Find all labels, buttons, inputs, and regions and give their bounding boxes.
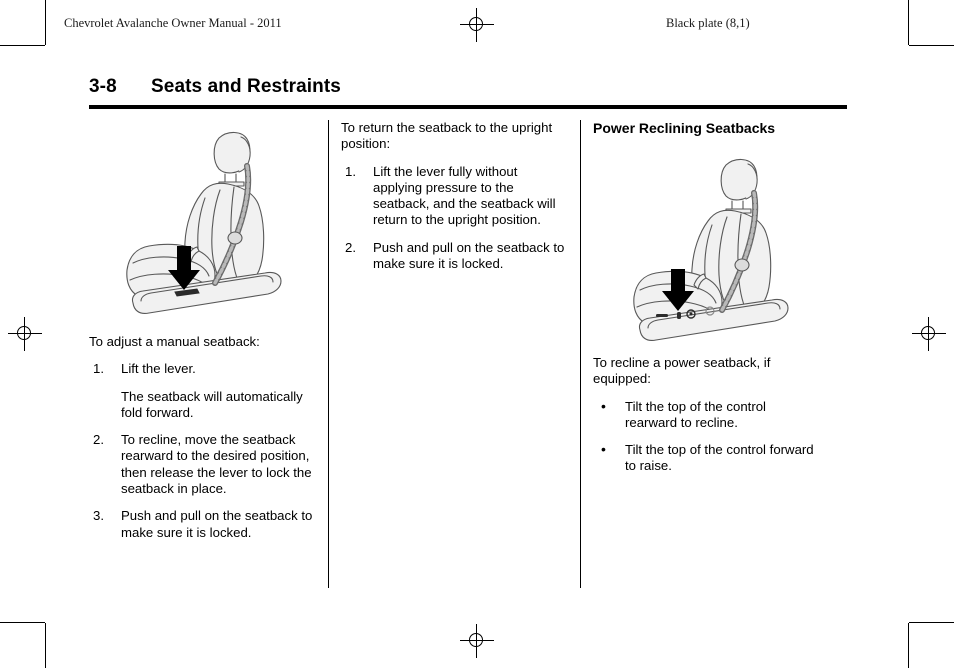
list-marker: 1.: [93, 361, 104, 377]
page-title-block: 3-8 Seats and Restraints: [89, 76, 847, 109]
registration-mark-bottom: [460, 624, 494, 658]
list-item: 2. To recline, move the seatback rearwar…: [89, 432, 317, 497]
list-text: Push and pull on the seatback to make su…: [121, 508, 313, 540]
crop-mark-top-right-vertical: [908, 0, 909, 45]
crop-mark-bottom-left-horizontal: [0, 622, 45, 623]
column-divider-right: [569, 120, 593, 590]
left-steps-list: 1. Lift the lever. The seatback will aut…: [89, 361, 317, 541]
list-marker: 2.: [345, 239, 356, 255]
column-left: To adjust a manual seatback: 1. Lift the…: [89, 120, 317, 590]
registration-mark-left: [8, 317, 42, 351]
list-text: Tilt the top of the control forward to r…: [625, 442, 814, 474]
list-subtext: The seatback will automatically fold for…: [121, 388, 303, 420]
crop-mark-top-left-horizontal: [0, 45, 45, 46]
registration-mark-right: [912, 317, 946, 351]
right-bullets-list: • Tilt the top of the control rearward t…: [593, 397, 821, 475]
list-item: • Tilt the top of the control forward to…: [593, 441, 821, 475]
middle-intro: To return the seatback to the upright po…: [341, 120, 553, 152]
section-name: Seats and Restraints: [151, 76, 341, 97]
list-marker: 1.: [345, 163, 356, 179]
bullet-marker: •: [601, 397, 606, 414]
list-marker: 2.: [93, 432, 104, 448]
section-heading: Power Reclining Seatbacks: [593, 120, 776, 136]
title-rule: [89, 105, 847, 109]
power-control-switches: [656, 306, 715, 319]
down-arrow-indicator: [662, 269, 694, 311]
list-item: 2. Push and pull on the seatback to make…: [341, 240, 569, 273]
list-text: Push and pull on the seatback to make su…: [373, 239, 565, 272]
crop-mark-bottom-right-horizontal: [909, 622, 954, 623]
left-intro: To adjust a manual seatback:: [89, 334, 260, 349]
crop-mark-top-right-horizontal: [909, 45, 954, 46]
running-head-right: Black plate (8,1): [666, 16, 750, 30]
registration-mark-top: [460, 8, 494, 42]
crop-mark-bottom-left-vertical: [45, 623, 46, 668]
crop-mark-bottom-right-vertical: [908, 623, 909, 668]
column-divider-left: [317, 120, 341, 590]
middle-steps-list: 1. Lift the lever fully without applying…: [341, 164, 569, 273]
list-text: Lift the lever fully without applying pr…: [373, 163, 556, 228]
crop-mark-top-left-vertical: [45, 0, 46, 45]
bullet-marker: •: [601, 441, 606, 458]
list-text: Tilt the top of the control rearward to …: [625, 398, 766, 430]
page-number: 3-8: [89, 76, 117, 97]
list-item: 1. Lift the lever fully without applying…: [341, 164, 569, 229]
list-item: 3. Push and pull on the seatback to make…: [89, 508, 317, 541]
page-title: 3-8 Seats and Restraints: [89, 76, 847, 98]
list-item: • Tilt the top of the control rearward t…: [593, 397, 821, 432]
column-middle: To return the seatback to the upright po…: [341, 120, 569, 590]
list-item: 1. Lift the lever. The seatback will aut…: [89, 361, 317, 421]
down-arrow-indicator: [168, 246, 200, 290]
list-text: Lift the lever.: [121, 361, 196, 377]
list-marker: 3.: [93, 508, 104, 524]
column-right: Power Reclining Seatbacks: [593, 120, 821, 590]
manual-seatback-illustration: [89, 120, 317, 320]
right-intro: To recline a power seatback, if equipped…: [593, 355, 771, 387]
content-columns: To adjust a manual seatback: 1. Lift the…: [89, 120, 851, 590]
running-head-left: Chevrolet Avalanche Owner Manual - 2011: [64, 16, 282, 30]
list-text: To recline, move the seatback rearward t…: [121, 432, 312, 497]
power-seatback-illustration: [593, 151, 821, 341]
